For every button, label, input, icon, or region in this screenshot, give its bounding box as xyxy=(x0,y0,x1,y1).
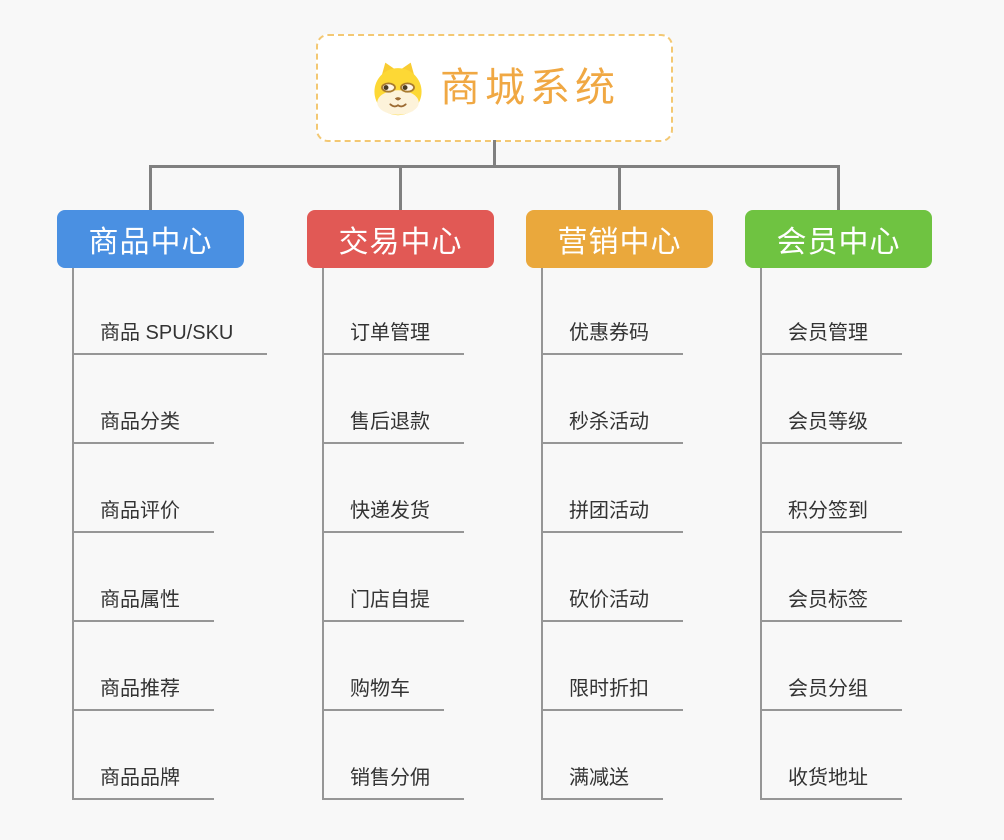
branch-vline-marketing-center xyxy=(541,268,543,800)
connector-root-stem xyxy=(493,140,496,168)
root-node[interactable]: 商城系统 xyxy=(316,34,673,142)
connector-horizontal xyxy=(149,165,840,168)
leaf-node-marketing-center-1[interactable]: 秒杀活动 xyxy=(541,411,683,444)
leaf-node-trade-center-2[interactable]: 快递发货 xyxy=(322,500,464,533)
leaf-node-product-center-0[interactable]: 商品 SPU/SKU xyxy=(72,322,268,355)
leaf-node-member-center-3[interactable]: 会员标签 xyxy=(760,589,902,622)
leaf-node-product-center-5[interactable]: 商品品牌 xyxy=(72,767,214,800)
leaf-node-marketing-center-0[interactable]: 优惠券码 xyxy=(541,322,683,355)
branch-vline-product-center xyxy=(72,268,74,800)
leaf-node-product-center-3[interactable]: 商品属性 xyxy=(72,589,214,622)
leaf-node-trade-center-5[interactable]: 销售分佣 xyxy=(322,767,464,800)
leaf-node-marketing-center-3[interactable]: 砍价活动 xyxy=(541,589,683,622)
connector-drop-product-center xyxy=(149,165,152,210)
leaf-node-product-center-4[interactable]: 商品推荐 xyxy=(72,678,214,711)
leaf-node-marketing-center-5[interactable]: 满减送 xyxy=(541,767,663,800)
leaf-node-member-center-1[interactable]: 会员等级 xyxy=(760,411,902,444)
branch-label: 商品中心 xyxy=(88,226,213,259)
branch-label: 会员中心 xyxy=(776,226,901,259)
leaf-node-member-center-0[interactable]: 会员管理 xyxy=(760,322,902,355)
branch-node-product-center[interactable]: 商品中心 xyxy=(57,210,244,268)
branch-label: 营销中心 xyxy=(557,226,682,259)
leaf-node-member-center-5[interactable]: 收货地址 xyxy=(760,767,902,800)
root-title: 商城系统 xyxy=(440,66,620,110)
branch-node-member-center[interactable]: 会员中心 xyxy=(745,210,932,268)
dog-face-icon xyxy=(369,59,427,117)
leaf-node-product-center-2[interactable]: 商品评价 xyxy=(72,500,214,533)
leaf-node-trade-center-3[interactable]: 门店自提 xyxy=(322,589,464,622)
branch-node-trade-center[interactable]: 交易中心 xyxy=(307,210,494,268)
leaf-node-product-center-1[interactable]: 商品分类 xyxy=(72,411,214,444)
connector-drop-member-center xyxy=(837,165,840,210)
branch-node-marketing-center[interactable]: 营销中心 xyxy=(526,210,713,268)
leaf-node-marketing-center-2[interactable]: 拼团活动 xyxy=(541,500,683,533)
branch-vline-member-center xyxy=(760,268,762,800)
leaf-node-member-center-4[interactable]: 会员分组 xyxy=(760,678,902,711)
branch-vline-trade-center xyxy=(322,268,324,800)
connector-drop-trade-center xyxy=(399,165,402,210)
connector-drop-marketing-center xyxy=(618,165,621,210)
branch-label: 交易中心 xyxy=(338,226,463,259)
leaf-node-trade-center-4[interactable]: 购物车 xyxy=(322,678,444,711)
leaf-node-trade-center-1[interactable]: 售后退款 xyxy=(322,411,464,444)
leaf-node-member-center-2[interactable]: 积分签到 xyxy=(760,500,902,533)
leaf-node-trade-center-0[interactable]: 订单管理 xyxy=(322,322,464,355)
leaf-node-marketing-center-4[interactable]: 限时折扣 xyxy=(541,678,683,711)
